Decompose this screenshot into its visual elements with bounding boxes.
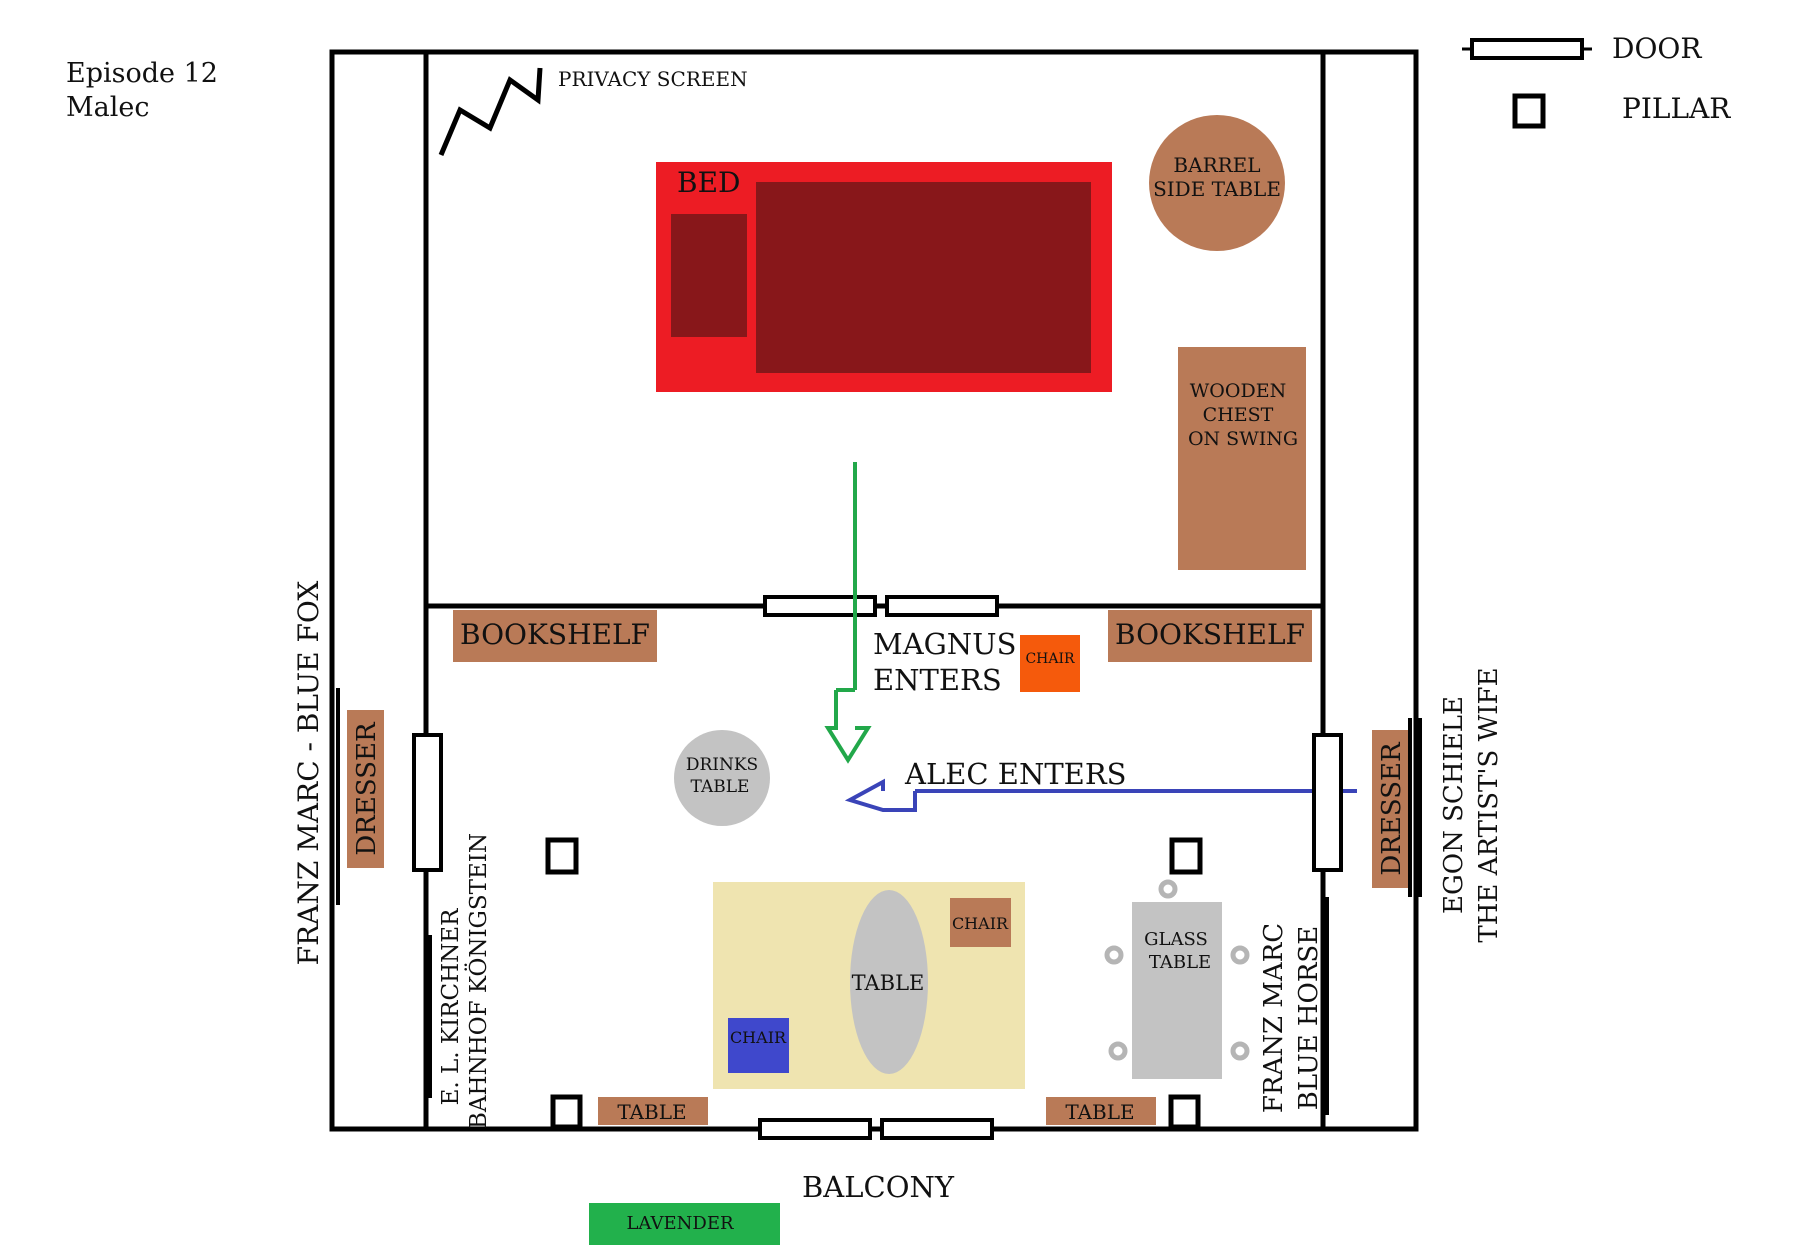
legend: DOOR PILLAR: [1462, 32, 1731, 129]
door-bedroom-left: [763, 595, 877, 617]
magnus-enters-label-1: MAGNUS: [873, 627, 1017, 661]
painting-kirchner-line-2: BAHNHOF KÖNIGSTEIN: [465, 833, 492, 1129]
wooden-chest-label-1: WOODEN: [1190, 380, 1286, 402]
door-bedroom-right: [885, 595, 999, 617]
painting-franz-marc-blue-fox: FRANZ MARC - BLUE FOX: [292, 581, 325, 966]
side-doors: [412, 733, 1343, 872]
dresser-right: DRESSER: [1372, 730, 1409, 888]
painting-schiele-line-1: EGON SCHIELE: [1439, 696, 1469, 914]
pillars: [545, 837, 1203, 1130]
drinks-table: DRINKS TABLE: [674, 730, 770, 826]
chair-blue: CHAIR: [728, 1018, 789, 1073]
table-bottom-right: TABLE: [1046, 1097, 1156, 1125]
door-balcony-right: [880, 1118, 994, 1140]
outer-wall: [329, 49, 1419, 1132]
pillar: [550, 1094, 583, 1130]
chair-orange: CHAIR: [1020, 635, 1080, 692]
bed-pillow: [671, 214, 747, 337]
alec-enters-label: ALEC ENTERS: [904, 757, 1127, 791]
balcony-label: BALCONY: [802, 1170, 955, 1204]
pillar: [1169, 837, 1203, 875]
bed-label: BED: [677, 166, 740, 199]
glass-table-chairs: [1104, 879, 1250, 1061]
painting-franz-marc-blue-horse-line-1: FRANZ MARC: [1259, 923, 1289, 1113]
chair-blue-label: CHAIR: [730, 1028, 787, 1047]
balcony-doors: [758, 1118, 994, 1140]
table-bottom-left-label: TABLE: [617, 1100, 686, 1124]
dining-table: TABLE: [850, 890, 928, 1074]
dining-table-label: TABLE: [852, 971, 925, 995]
door-right: [1312, 733, 1343, 872]
painting-schiele-line-2: THE ARTIST'S WIFE: [1474, 667, 1504, 942]
legend-pillar-label: PILLAR: [1622, 92, 1731, 125]
bookshelf-right-label: BOOKSHELF: [1115, 618, 1305, 651]
privacy-screen-icon: [438, 67, 543, 156]
glass-table-label-2: TABLE: [1149, 952, 1211, 973]
glass-table-label-1: GLASS: [1144, 929, 1208, 950]
bookshelf-right: BOOKSHELF: [1108, 610, 1312, 662]
bed-mattress: [756, 182, 1091, 373]
legend-door-icon: [1462, 38, 1592, 60]
painting-franz-marc-blue-horse-line-2: BLUE HORSE: [1294, 926, 1324, 1110]
chair-brown-label: CHAIR: [952, 914, 1009, 933]
magnus-enters-arrow: [824, 462, 872, 764]
dresser-left-label: DRESSER: [352, 721, 382, 856]
wooden-chest-label-3: ON SWING: [1188, 428, 1298, 450]
magnus-enters-label-2: ENTERS: [873, 663, 1002, 697]
barrel-side-table: BARREL SIDE TABLE: [1149, 115, 1285, 251]
episode-subtitle: Malec: [66, 92, 149, 123]
painting-kirchner-line-1: E. L. KIRCHNER: [438, 908, 464, 1105]
chair-brown: CHAIR: [950, 898, 1011, 947]
dresser-left: DRESSER: [347, 710, 384, 868]
drinks-table-label-2: TABLE: [691, 777, 750, 797]
drinks-table-label-1: DRINKS: [686, 755, 758, 775]
barrel-side-table-label-1: BARREL: [1173, 153, 1260, 177]
bedroom-doors: [763, 595, 999, 617]
chair-orange-label: CHAIR: [1025, 651, 1075, 667]
door-left: [412, 733, 443, 872]
wooden-chest: WOODEN CHEST ON SWING: [1178, 347, 1306, 570]
episode-title: Episode 12: [66, 58, 218, 89]
painting-frames: [336, 688, 1422, 1115]
bookshelf-left: BOOKSHELF: [453, 610, 657, 662]
dresser-right-label: DRESSER: [1377, 741, 1407, 876]
legend-door-label: DOOR: [1612, 32, 1702, 65]
pillar: [545, 837, 579, 875]
lavender-label: LAVENDER: [626, 1213, 734, 1234]
wooden-chest-label-2: CHEST: [1203, 404, 1274, 426]
privacy-screen-label: PRIVACY SCREEN: [558, 67, 748, 91]
table-bottom-left: TABLE: [598, 1097, 708, 1125]
pillar: [1168, 1094, 1201, 1130]
legend-pillar-icon: [1512, 93, 1546, 129]
door-balcony-left: [758, 1118, 872, 1140]
walls: [329, 49, 1419, 1132]
lavender: LAVENDER: [589, 1203, 780, 1245]
bed: BED: [656, 162, 1112, 392]
table-bottom-right-label: TABLE: [1065, 1100, 1134, 1124]
glass-table: GLASS TABLE: [1104, 879, 1250, 1079]
bookshelf-left-label: BOOKSHELF: [460, 618, 650, 651]
alec-enters-arrow: [844, 778, 1357, 812]
barrel-side-table-label-2: SIDE TABLE: [1153, 177, 1281, 201]
